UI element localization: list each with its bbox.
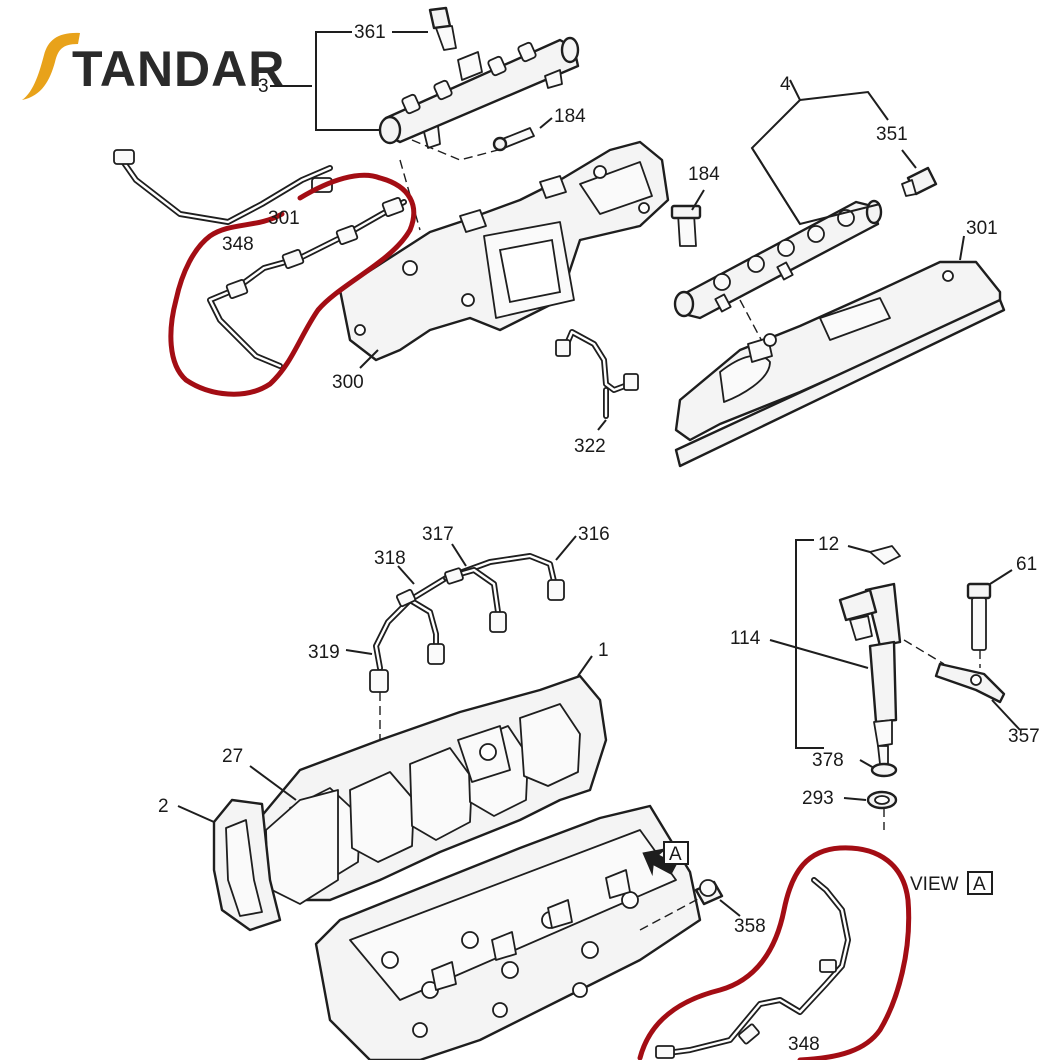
callout-4: 4 xyxy=(780,74,791,95)
callout-361: 361 xyxy=(354,22,386,43)
clamp-357 xyxy=(934,662,1006,704)
callout-378: 378 xyxy=(812,750,844,771)
callout-319: 319 xyxy=(308,642,340,663)
callout-358: 358 xyxy=(734,916,766,937)
plug-358 xyxy=(694,879,724,906)
fuel-line-348-lower xyxy=(655,877,851,1059)
highlight-circle-lower xyxy=(637,845,912,1060)
valve-cover-1 xyxy=(258,674,608,902)
gasket-2 xyxy=(212,798,282,932)
callout-2: 2 xyxy=(158,796,169,817)
callout-184-right: 184 xyxy=(688,164,720,185)
callout-317: 317 xyxy=(422,524,454,545)
retaining-clip-12 xyxy=(869,545,901,565)
fuel-injector-114 xyxy=(838,582,902,765)
callout-357: 357 xyxy=(1008,726,1040,747)
callout-322: 322 xyxy=(574,436,606,457)
callout-318: 318 xyxy=(374,548,406,569)
pressure-sensor-361 xyxy=(428,6,457,51)
view-arrow: A xyxy=(642,841,689,877)
brand-logo: TANDAR xyxy=(22,32,285,100)
view-a-label: VIEW A xyxy=(910,871,993,895)
highlight-circle-upper xyxy=(168,172,417,397)
exhaust-manifold-301 xyxy=(674,260,1006,468)
callout-348-lower: 348 xyxy=(788,1034,820,1055)
arrow-box-letter: A xyxy=(669,844,682,865)
logo-text: TANDAR xyxy=(72,41,285,97)
callout-labels: 361 3 184 4 351 184 301 348 301 300 322 … xyxy=(158,22,1040,1055)
exhaust-manifold-300 xyxy=(338,140,670,362)
callout-301: 301 xyxy=(966,218,998,239)
fuel-line-348-upper xyxy=(207,197,407,369)
bolt-184-top xyxy=(492,127,535,152)
callout-316: 316 xyxy=(578,524,610,545)
callout-300: 300 xyxy=(332,372,364,393)
washer-378 xyxy=(870,762,898,778)
callout-293: 293 xyxy=(802,788,834,809)
callout-348-upper: 348 xyxy=(222,234,254,255)
view-label: VIEW xyxy=(910,874,959,895)
logo-swoosh-icon xyxy=(22,32,80,100)
callout-114: 114 xyxy=(730,628,761,649)
bolt-184-right xyxy=(670,204,702,247)
callout-61: 61 xyxy=(1016,554,1037,575)
callout-301-upper: 301 xyxy=(268,208,300,229)
fuel-rail-left xyxy=(378,36,580,149)
bolt-61 xyxy=(966,582,992,651)
callout-27: 27 xyxy=(222,746,243,767)
injector-lines xyxy=(369,553,565,693)
callout-3: 3 xyxy=(258,76,269,97)
seal-293 xyxy=(866,790,898,810)
callout-184-top: 184 xyxy=(554,106,586,127)
fuel-line-upper xyxy=(113,149,333,225)
callout-351: 351 xyxy=(876,124,908,145)
cylinder-head xyxy=(314,804,702,1060)
callout-12: 12 xyxy=(818,534,839,555)
view-box-letter: A xyxy=(973,874,986,895)
pressure-relief-valve-351 xyxy=(901,166,938,197)
fuel-line-322 xyxy=(555,329,639,419)
callout-1: 1 xyxy=(598,640,609,661)
fuel-rail-right xyxy=(673,199,883,320)
